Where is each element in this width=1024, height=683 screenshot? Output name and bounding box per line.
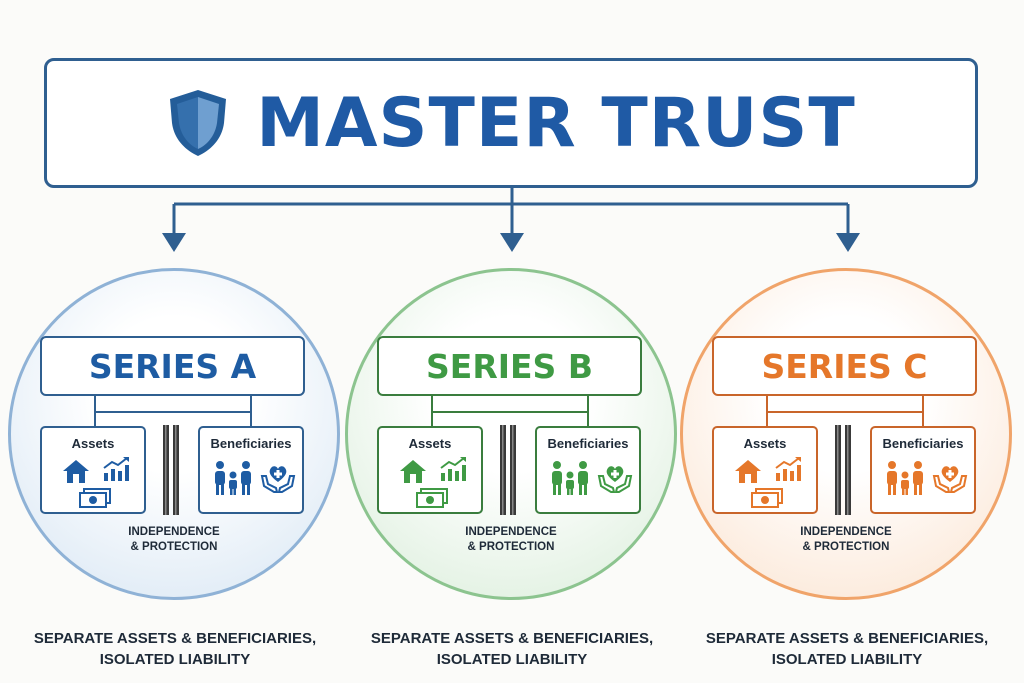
- connector-line: [587, 411, 589, 427]
- series-title: SERIES B: [377, 336, 642, 396]
- series-a-caption: SEPARATE ASSETS & BENEFICIARIES, ISOLATE…: [33, 630, 317, 668]
- beneficiaries-panel: Beneficiaries: [870, 426, 976, 514]
- arrow-down-icon: [162, 233, 186, 252]
- heart-hands-icon: [597, 466, 633, 493]
- cash-icon: [751, 488, 783, 508]
- house-icon: [63, 460, 89, 483]
- connector-line: [587, 396, 589, 412]
- heart-hands-icon: [932, 466, 968, 493]
- connector-line: [766, 411, 768, 427]
- house-icon: [735, 460, 761, 483]
- connector-line: [431, 411, 589, 413]
- arrow-down-icon: [500, 233, 524, 252]
- assets-label: Assets: [743, 436, 787, 451]
- assets-panel: Assets: [712, 426, 818, 514]
- connector-line: [922, 396, 924, 412]
- house-icon: [400, 460, 426, 483]
- separation-bars-icon: [500, 425, 516, 515]
- family-icon: [215, 461, 251, 495]
- assets-panel: Assets: [377, 426, 483, 514]
- cash-icon: [416, 488, 448, 508]
- beneficiaries-label: Beneficiaries: [210, 436, 292, 451]
- master-trust-box: MASTER TRUST: [44, 58, 978, 188]
- independence-label: INDEPENDENCE & PROTECTION: [800, 526, 892, 553]
- heart-hands-icon: [260, 466, 296, 493]
- growth-chart-icon: [103, 457, 129, 481]
- connector-line: [431, 396, 433, 412]
- connector-line: [431, 411, 433, 427]
- assets-panel: Assets: [40, 426, 146, 514]
- series-a-circle: SERIES A Assets Beneficiaries: [8, 268, 340, 600]
- connector-line: [922, 411, 924, 427]
- series-title: SERIES C: [712, 336, 977, 396]
- separation-bars-icon: [835, 425, 851, 515]
- series-c-caption: SEPARATE ASSETS & BENEFICIARIES, ISOLATE…: [705, 630, 989, 668]
- series-b-circle: SERIES B Assets Beneficiaries: [345, 268, 677, 600]
- beneficiaries-label: Beneficiaries: [882, 436, 964, 451]
- connector-line: [94, 411, 252, 413]
- connector-line: [766, 396, 768, 412]
- connector-line: [250, 411, 252, 427]
- series-b-caption: SEPARATE ASSETS & BENEFICIARIES, ISOLATE…: [370, 630, 654, 668]
- series-c-circle: SERIES C Assets Beneficiaries: [680, 268, 1012, 600]
- growth-chart-icon: [440, 457, 466, 481]
- connector-line: [94, 411, 96, 427]
- series-title: SERIES A: [40, 336, 305, 396]
- assets-label: Assets: [408, 436, 452, 451]
- beneficiaries-panel: Beneficiaries: [198, 426, 304, 514]
- independence-label: INDEPENDENCE & PROTECTION: [128, 526, 220, 553]
- family-icon: [887, 461, 923, 495]
- separation-bars-icon: [163, 425, 179, 515]
- connector-line: [94, 396, 96, 412]
- assets-label: Assets: [71, 436, 115, 451]
- master-trust-title: MASTER TRUST: [256, 83, 856, 163]
- independence-label: INDEPENDENCE & PROTECTION: [465, 526, 557, 553]
- cash-icon: [79, 488, 111, 508]
- growth-chart-icon: [775, 457, 801, 481]
- beneficiaries-label: Beneficiaries: [547, 436, 629, 451]
- connector-line: [766, 411, 924, 413]
- shield-icon: [170, 90, 227, 156]
- arrow-down-icon: [836, 233, 860, 252]
- beneficiaries-panel: Beneficiaries: [535, 426, 641, 514]
- connector-line: [250, 396, 252, 412]
- family-icon: [552, 461, 588, 495]
